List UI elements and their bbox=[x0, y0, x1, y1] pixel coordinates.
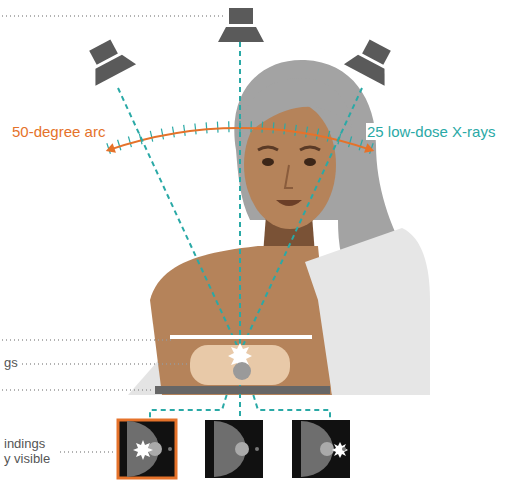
mouth bbox=[276, 200, 302, 206]
eye bbox=[304, 158, 316, 166]
arc-tick bbox=[118, 140, 121, 150]
leader-line bbox=[60, 451, 115, 453]
slice-image bbox=[118, 420, 176, 478]
leader-line bbox=[2, 15, 224, 17]
tissue bbox=[233, 362, 251, 380]
compression-paddle bbox=[170, 335, 312, 339]
beam-line bbox=[118, 88, 240, 352]
arc-tick bbox=[272, 122, 274, 133]
eyebrow bbox=[258, 147, 278, 150]
xray-count-label: 25 low-dose X-rays bbox=[366, 123, 496, 140]
arc-tick bbox=[195, 123, 196, 134]
xray-tube bbox=[344, 34, 401, 86]
detector bbox=[155, 386, 330, 394]
arc-tick bbox=[172, 127, 174, 138]
arc-tick bbox=[284, 123, 285, 134]
gown bbox=[305, 228, 430, 395]
eyebrow bbox=[300, 147, 320, 150]
arc-tick bbox=[359, 140, 362, 150]
xray-tube bbox=[218, 8, 264, 42]
leader-lines bbox=[2, 16, 224, 452]
arc-tick bbox=[261, 122, 263, 133]
arc-tick bbox=[228, 121, 230, 132]
nose bbox=[285, 165, 293, 188]
arc-tick bbox=[250, 121, 252, 132]
arc-tick bbox=[306, 127, 308, 138]
arc-tick bbox=[327, 131, 329, 142]
arc-tick bbox=[217, 122, 219, 133]
arc-arrow bbox=[109, 128, 371, 150]
arc-tick bbox=[184, 125, 186, 136]
beam-line bbox=[240, 88, 362, 352]
arc-tick bbox=[150, 131, 152, 142]
slice-image bbox=[205, 420, 263, 478]
hair-fringe bbox=[240, 78, 352, 140]
part-label: gs bbox=[3, 356, 19, 371]
arrowhead bbox=[364, 143, 374, 152]
slice-image bbox=[292, 420, 350, 478]
arc-label: 50-degree arc bbox=[11, 123, 106, 140]
xray-tube bbox=[79, 34, 136, 86]
arc-tick bbox=[349, 137, 352, 148]
arc-tick bbox=[128, 137, 131, 148]
findings-label: indings y visible bbox=[3, 437, 55, 467]
leader-line bbox=[22, 363, 190, 365]
arc-tick bbox=[295, 125, 297, 136]
leader-line bbox=[2, 389, 154, 391]
arc-tick bbox=[206, 122, 208, 133]
arrowhead bbox=[106, 143, 116, 152]
arc-tick bbox=[161, 129, 163, 140]
arc-tick bbox=[317, 129, 319, 140]
eye bbox=[262, 158, 274, 166]
leader-line bbox=[2, 339, 172, 341]
